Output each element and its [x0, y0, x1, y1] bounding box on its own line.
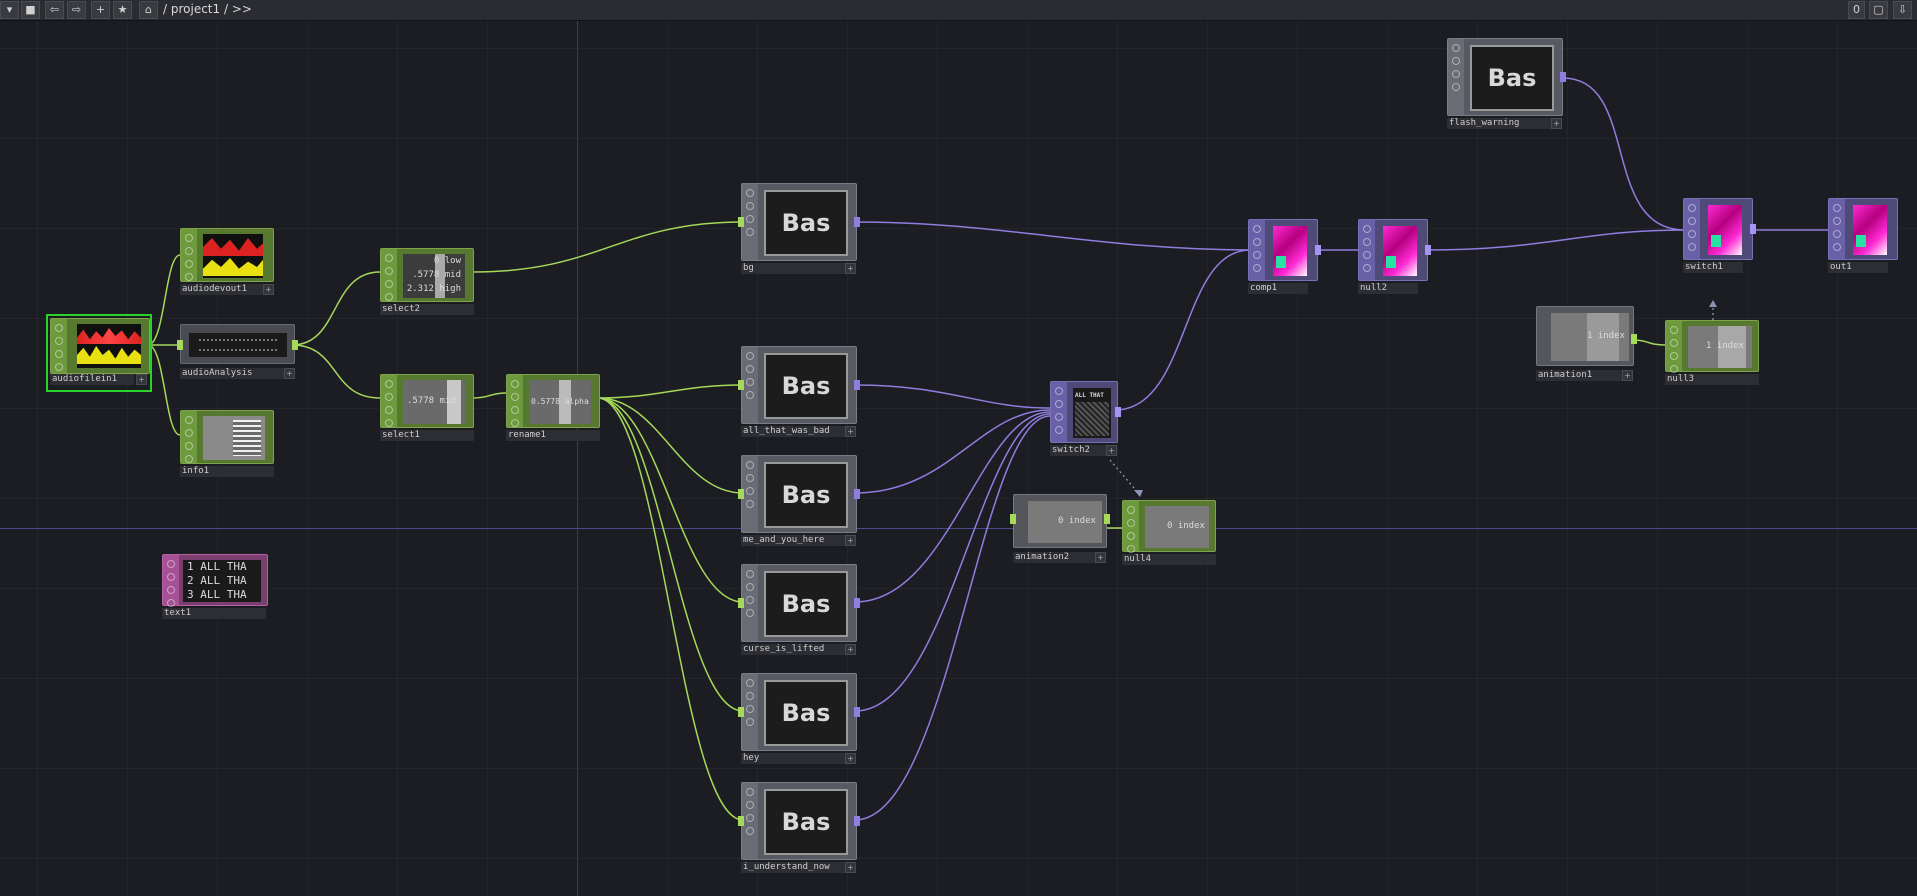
- download-icon[interactable]: ⇩: [1893, 1, 1912, 19]
- node-switch2[interactable]: ALL THAT switch2 +: [1050, 381, 1121, 457]
- node-select2[interactable]: 0 low .5778 mid 2.312 high select2: [380, 248, 474, 316]
- network-editor[interactable]: [0, 21, 1917, 896]
- viewer-toggle-icon[interactable]: +: [845, 535, 856, 546]
- node-animation2[interactable]: 0 index animation2 +: [1010, 494, 1110, 566]
- network-path[interactable]: / project1 / >>: [163, 2, 252, 16]
- node-flash-warning[interactable]: Bas flash_warning +: [1447, 38, 1566, 130]
- node-audiodevout1[interactable]: audiodevout1 +: [180, 228, 274, 296]
- waveform-viewer: [77, 324, 141, 368]
- text-top-viewer: Bas: [1470, 45, 1554, 111]
- network-toolbar: ▾ ■ ⇦ ⇨ + ★ ⌂ / project1 / >> 0 ▢ ⇩: [0, 0, 1917, 21]
- node-out1[interactable]: out1: [1828, 198, 1898, 274]
- grid-guide-vertical: [577, 21, 578, 896]
- node-animation1[interactable]: 1 index animation1 +: [1536, 306, 1637, 384]
- viewer-toggle-icon[interactable]: +: [845, 426, 856, 437]
- node-curse-is-lifted[interactable]: Bas curse_is_lifted +: [738, 564, 860, 656]
- viewer-toggle-icon[interactable]: +: [845, 263, 856, 274]
- viewer-toggle-icon[interactable]: +: [1622, 370, 1633, 381]
- forward-icon[interactable]: ⇨: [67, 1, 86, 19]
- composite-viewer: [1273, 226, 1307, 276]
- window-icon[interactable]: ▢: [1869, 1, 1888, 19]
- node-switch1[interactable]: switch1: [1683, 198, 1756, 274]
- text-top-viewer: Bas: [764, 190, 848, 256]
- text-top-viewer: Bas: [764, 462, 848, 528]
- node-bg[interactable]: Bas bg +: [738, 183, 860, 275]
- node-audiofilein1[interactable]: audiofilein1 +: [46, 314, 152, 392]
- text-top-viewer: Bas: [764, 353, 848, 419]
- node-text1[interactable]: 1 ALL THA 2 ALL THA 3 ALL THA text1: [162, 554, 268, 622]
- text-top-viewer: Bas: [764, 571, 848, 637]
- viewer-toggle-icon[interactable]: +: [1095, 552, 1106, 563]
- node-info1[interactable]: info1: [180, 410, 274, 478]
- info-viewer: [203, 416, 265, 460]
- switch-viewer: [1708, 205, 1742, 255]
- viewer-toggle-icon[interactable]: +: [1551, 118, 1562, 129]
- text-top-viewer: Bas: [764, 680, 848, 746]
- node-all-that-was-bad[interactable]: Bas all_that_was_bad +: [738, 346, 860, 438]
- star-icon[interactable]: ★: [113, 1, 132, 19]
- node-select1[interactable]: .5778 mid select1: [380, 374, 474, 442]
- animation-viewer: 1 index: [1551, 313, 1629, 361]
- selection-outline: [46, 314, 152, 392]
- node-hey[interactable]: Bas hey +: [738, 673, 860, 765]
- count-indicator: 0: [1848, 1, 1865, 19]
- viewer-toggle-icon[interactable]: +: [284, 368, 295, 379]
- grid-guide-horizontal: [0, 528, 1917, 529]
- viewer-toggle-icon[interactable]: +: [263, 284, 274, 295]
- viewer-toggle-icon[interactable]: +: [136, 374, 147, 385]
- viewer-toggle-icon[interactable]: +: [1106, 445, 1117, 456]
- viewer-toggle-icon[interactable]: +: [845, 862, 856, 873]
- node-me-and-you-here[interactable]: Bas me_and_you_here +: [738, 455, 860, 547]
- node-comp1[interactable]: comp1: [1248, 219, 1321, 295]
- channel-viewer: 0.5778 alpha: [529, 380, 591, 424]
- plus-icon[interactable]: +: [91, 1, 110, 19]
- channel-viewer: .5778 mid: [403, 380, 465, 424]
- chevron-down-icon[interactable]: ▾: [0, 1, 19, 19]
- animation-viewer: 0 index: [1028, 501, 1102, 543]
- null-viewer: [1383, 226, 1417, 276]
- waveform-viewer: [203, 234, 263, 278]
- node-null2[interactable]: null2: [1358, 219, 1431, 295]
- channel-viewer: 1 index: [1688, 326, 1752, 368]
- channel-viewer: 0 low .5778 mid 2.312 high: [403, 254, 465, 298]
- output-viewer: [1853, 205, 1887, 255]
- switch-viewer: ALL THAT: [1073, 388, 1111, 438]
- node-rename1[interactable]: 0.5778 alpha rename1: [506, 374, 600, 442]
- channel-viewer: 0 index: [1145, 506, 1209, 548]
- text-viewer: 1 ALL THA 2 ALL THA 3 ALL THA: [183, 560, 261, 602]
- viewer-toggle-icon[interactable]: +: [845, 644, 856, 655]
- back-icon[interactable]: ⇦: [45, 1, 64, 19]
- node-null3[interactable]: 1 index null3: [1665, 320, 1759, 386]
- node-audioanalysis[interactable]: audioAnalysis +: [177, 324, 298, 384]
- viewer-toggle-icon[interactable]: +: [845, 753, 856, 764]
- node-null4[interactable]: 0 index null4: [1122, 500, 1216, 566]
- component-viewer: [189, 333, 287, 357]
- home-icon[interactable]: ⌂: [139, 1, 158, 19]
- node-i-understand-now[interactable]: Bas i_understand_now +: [738, 782, 860, 874]
- stop-icon[interactable]: ■: [21, 1, 40, 19]
- text-top-viewer: Bas: [764, 789, 848, 855]
